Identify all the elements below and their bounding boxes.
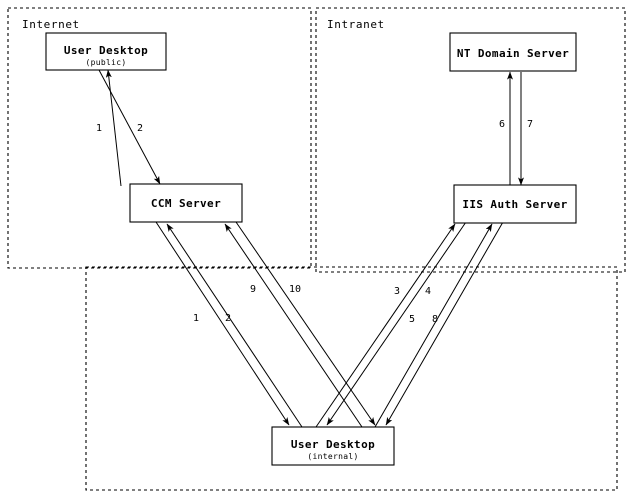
node-user-desktop-public-subtitle: (public) [86, 58, 127, 67]
flow-8-iis-to-internal-desktop [385, 221, 504, 426]
step-label-2-internal: 2 [225, 313, 231, 324]
step-label-7: 7 [527, 119, 533, 130]
node-user-desktop-internal-title: User Desktop [291, 438, 375, 451]
zone-internet-boundary [7, 7, 312, 269]
node-iis-auth-server-box[interactable] [453, 184, 577, 224]
node-nt-domain-server-title: NT Domain Server [457, 47, 569, 60]
node-iis-auth-server-title: IIS Auth Server [462, 198, 567, 211]
flow-2-internal-desktop-to-ccm [166, 223, 303, 428]
node-nt-domain-server[interactable]: NT Domain Server [449, 32, 577, 72]
zone-internal-boundary [85, 266, 618, 491]
step-label-5: 5 [409, 314, 415, 325]
node-user-desktop-internal-box[interactable] [271, 426, 395, 466]
node-user-desktop-public-box[interactable] [45, 32, 167, 71]
step-label-1-internal: 1 [193, 313, 199, 324]
flow-4-internal-desktop-to-iis [315, 223, 456, 428]
flow-10-ccm-to-internal-desktop [235, 221, 376, 426]
step-label-4: 4 [425, 286, 431, 297]
node-nt-domain-server-box[interactable] [449, 32, 577, 72]
step-label-3: 3 [394, 286, 400, 297]
node-ccm-server[interactable]: CCM Server [129, 183, 243, 223]
flow-1-public-desktop-to-ccm [98, 69, 161, 185]
zone-label-intranet: Intranet [327, 18, 385, 31]
step-label-1-public: 1 [96, 123, 102, 134]
node-user-desktop-public-title: User Desktop [64, 44, 148, 57]
flow-9-internal-desktop-to-ccm [224, 223, 363, 428]
flow-2-ccm-to-public-desktop [105, 69, 122, 187]
step-label-8: 8 [432, 314, 438, 325]
node-user-desktop-internal[interactable]: User Desktop (internal) [271, 426, 395, 466]
step-label-6: 6 [499, 119, 505, 130]
node-user-desktop-internal-subtitle: (internal) [307, 452, 358, 461]
flow-1-ccm-to-internal-desktop [155, 221, 290, 426]
zone-intranet-boundary [315, 7, 626, 273]
step-label-10: 10 [289, 284, 301, 295]
node-user-desktop-public[interactable]: User Desktop (public) [45, 32, 167, 71]
node-iis-auth-server[interactable]: IIS Auth Server [453, 184, 577, 224]
flow-5-internal-desktop-to-iis [374, 223, 493, 428]
step-label-9: 9 [250, 284, 256, 295]
zone-label-internet: Internet [22, 18, 80, 31]
flow-3-iis-to-internal-desktop [326, 221, 467, 426]
node-ccm-server-title: CCM Server [151, 197, 221, 210]
step-label-2-public: 2 [137, 123, 143, 134]
node-ccm-server-box[interactable] [129, 183, 243, 223]
